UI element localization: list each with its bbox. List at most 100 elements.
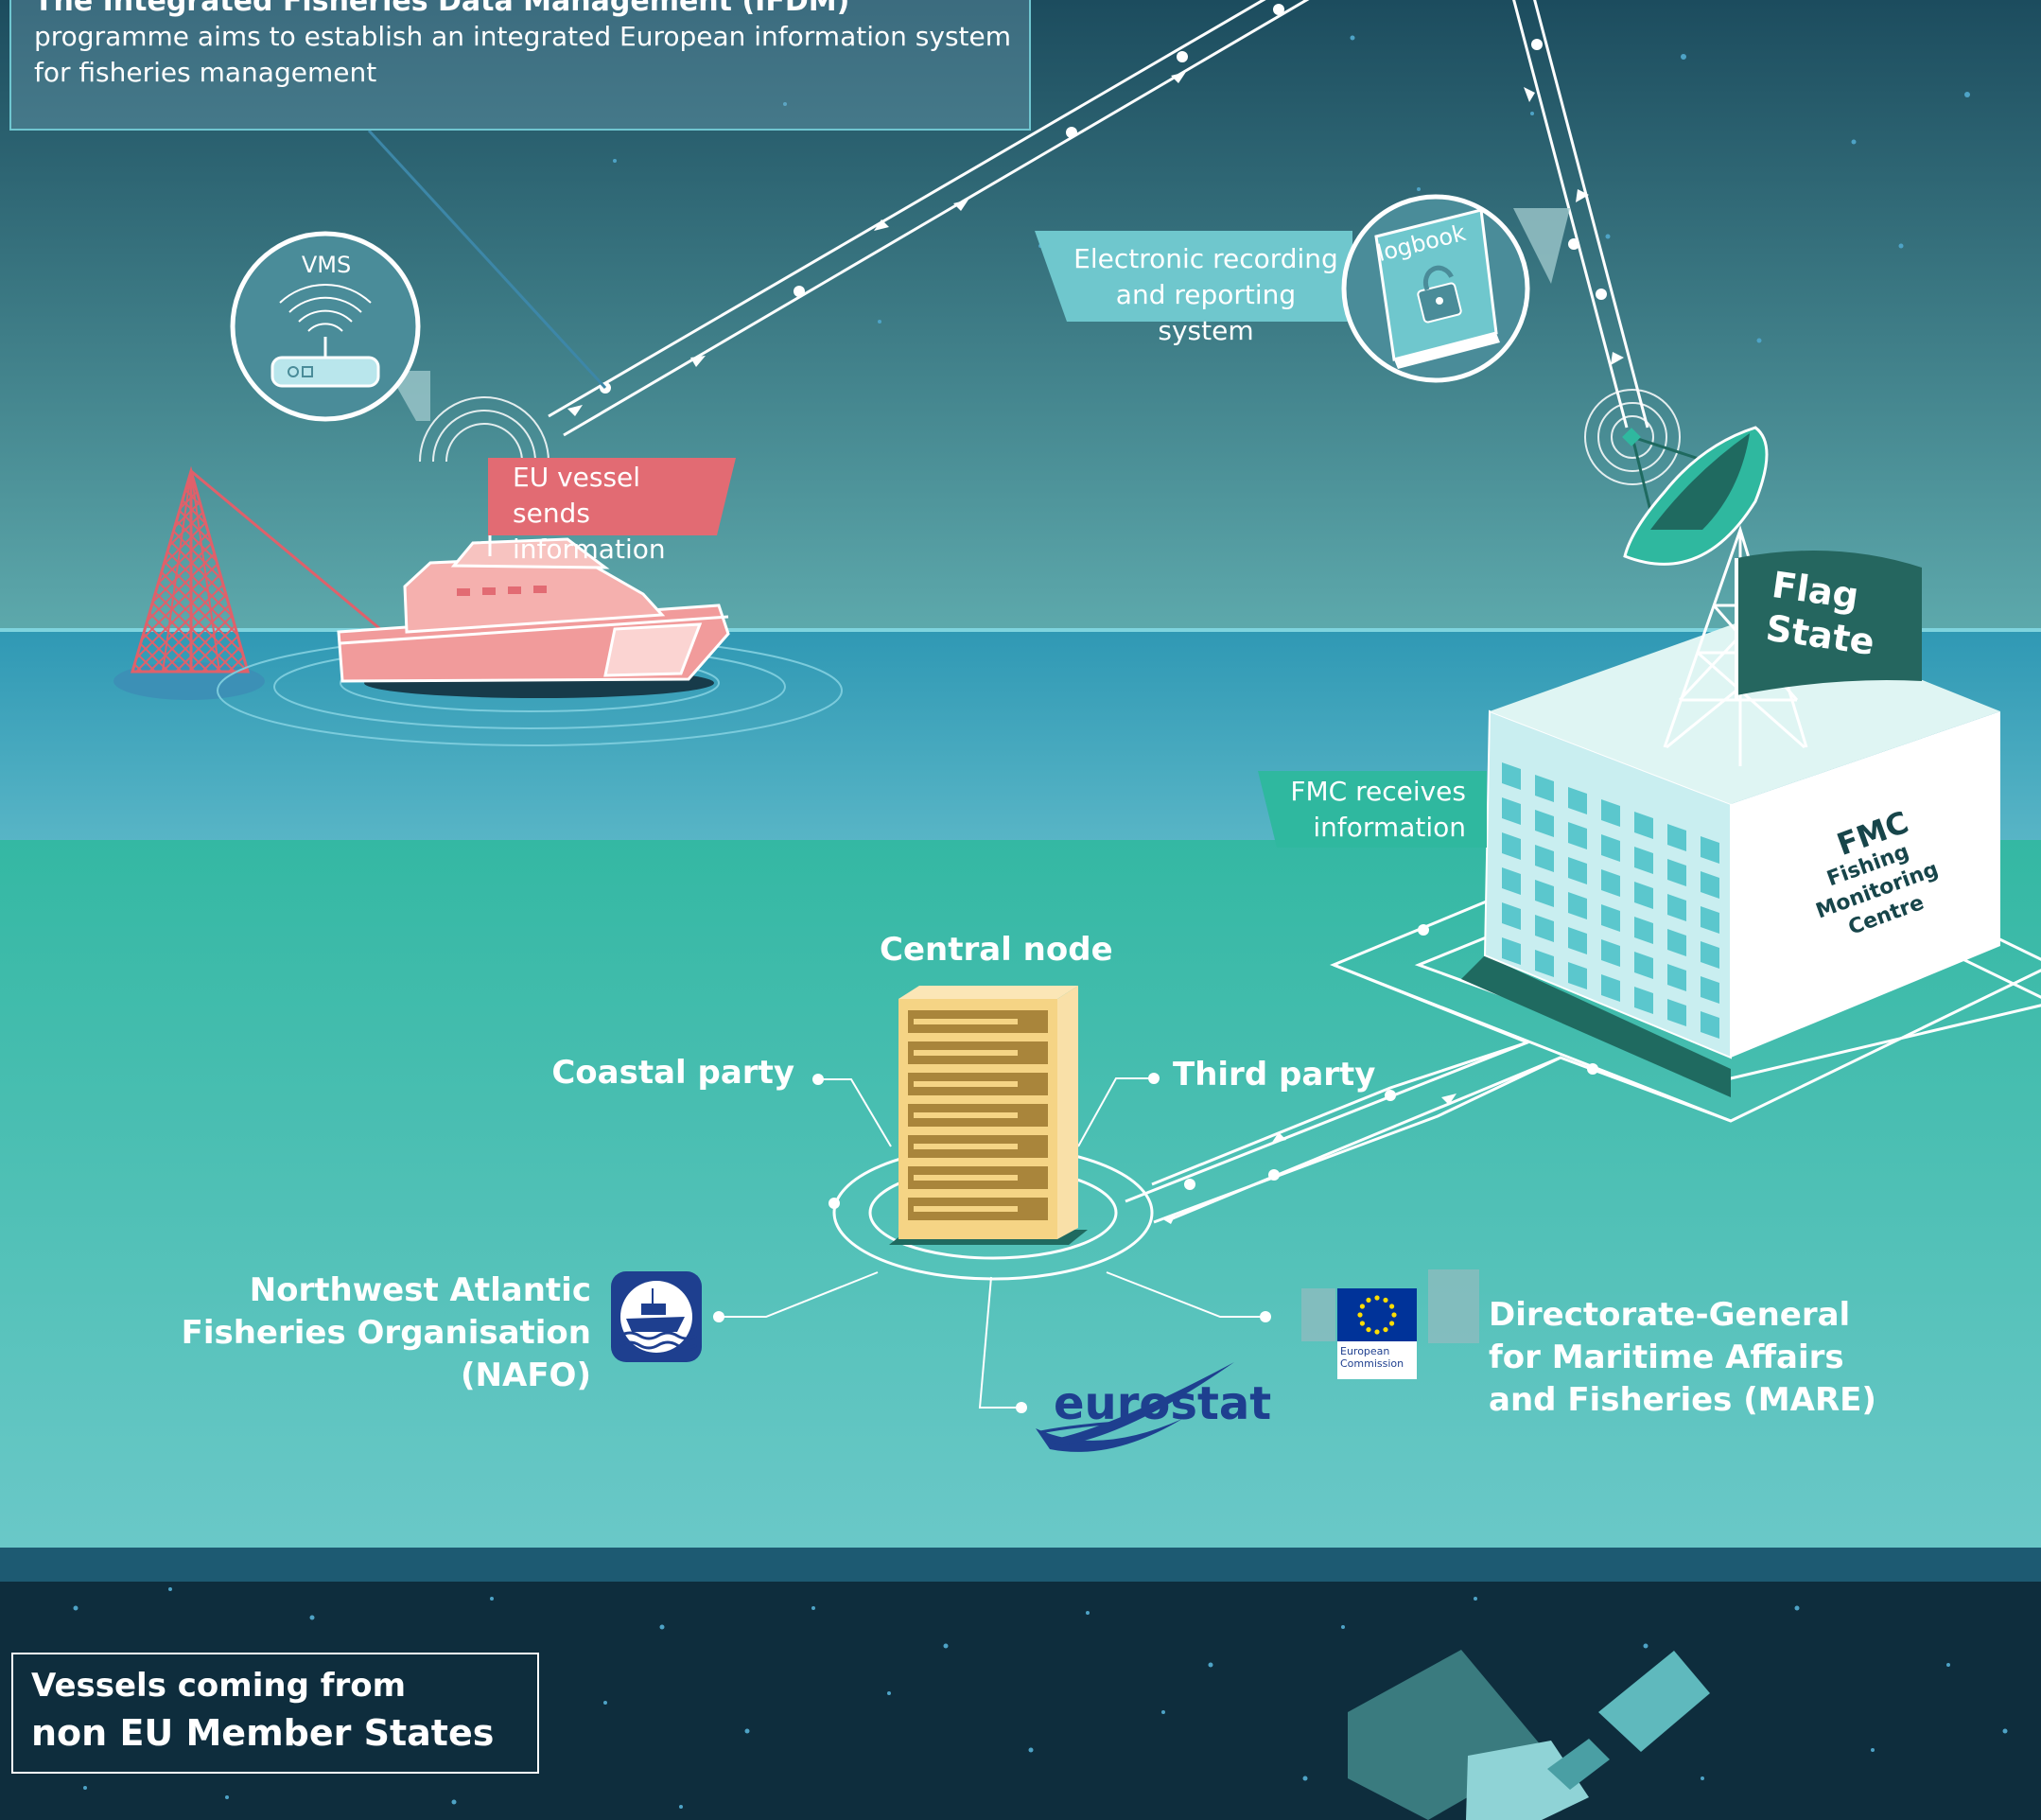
- server-slot-line: [914, 1081, 1018, 1087]
- signal-path-satellite-nodes: [1524, 39, 1624, 365]
- fmc-window: [1535, 810, 1554, 837]
- fmc-window: [1634, 952, 1653, 979]
- fmc-window: [1502, 832, 1521, 860]
- router-icon: [270, 283, 380, 388]
- european-commission-logo: [1301, 1269, 1479, 1379]
- fmc-window: [1701, 941, 1719, 969]
- satellite-icon: [1348, 1650, 1710, 1820]
- eu-star: [1366, 1326, 1371, 1333]
- eu-star: [1359, 1321, 1366, 1326]
- nafo-logo: [611, 1271, 702, 1362]
- vms-bubble: [230, 231, 430, 422]
- fmc-window: [1601, 834, 1620, 862]
- fmc-window: [1502, 867, 1521, 895]
- stars: [73, 35, 2008, 1809]
- fmc-window: [1568, 787, 1587, 814]
- ers-label-box: [1035, 208, 1570, 322]
- signal-path-vessel: [548, 0, 1310, 437]
- fmc-window: [1502, 797, 1521, 825]
- mare-label: Directorate-General for Maritime Affairs…: [1489, 1296, 1876, 1419]
- server-slots: [908, 1010, 1048, 1220]
- satellite-dish-icon: [1584, 389, 1769, 566]
- central-ring-node: [829, 1198, 840, 1209]
- coastal-party-label: Coastal party: [551, 1054, 794, 1092]
- intro-title: The Integrated Fisheries Data Management…: [34, 0, 850, 18]
- fmc-window: [1667, 894, 1686, 921]
- fmc-window: [1568, 892, 1587, 919]
- fmc-window: [1701, 1011, 1719, 1039]
- fmc-window: [1634, 812, 1653, 839]
- eurostat-logo-text: eurostat: [1054, 1377, 1272, 1430]
- nafo-label: Northwest Atlantic Fisheries Organisatio…: [181, 1271, 591, 1394]
- fmc-window: [1667, 859, 1686, 886]
- fmc-window: [1601, 939, 1620, 967]
- separator-band: [0, 1548, 2041, 1582]
- eu-star: [1391, 1312, 1397, 1318]
- vessel-label-flag: [488, 458, 736, 535]
- fishing-net-icon: [113, 465, 398, 700]
- eu-star: [1366, 1297, 1371, 1304]
- fmc-window: [1568, 822, 1587, 849]
- vessel-label: EU vessel sends information: [513, 462, 666, 565]
- fmc-window: [1701, 836, 1719, 864]
- ers-label: Electronic recording and reporting syste…: [1073, 243, 1338, 346]
- eu-star: [1388, 1321, 1395, 1326]
- server-slot-line: [914, 1144, 1018, 1149]
- fmc-receives-label: FMC receives information: [1290, 776, 1466, 843]
- flag-state-flag: [1735, 551, 1922, 700]
- logbook-icon: [1374, 208, 1500, 369]
- server-slot-line: [914, 1175, 1018, 1181]
- fmc-window: [1667, 824, 1686, 851]
- central-connector-ends: [713, 1073, 1271, 1413]
- fmc-window: [1701, 871, 1719, 899]
- link-central-fmc-nodes: [1161, 1090, 1457, 1224]
- fmc-window: [1502, 762, 1521, 790]
- fmc-window: [1535, 775, 1554, 802]
- eurostat-swoosh-icon: [1036, 1362, 1234, 1452]
- non-eu-line1: Vessels coming from: [31, 1667, 407, 1705]
- server-slot-line: [914, 1206, 1018, 1212]
- fmc-window: [1601, 904, 1620, 932]
- fmc-window: [1634, 847, 1653, 874]
- server-slot-line: [914, 1112, 1018, 1118]
- fmc-windows: [1502, 762, 1719, 1039]
- intro-box: [9, 0, 1031, 131]
- server-slot-line: [914, 1019, 1018, 1024]
- eu-star: [1383, 1297, 1388, 1304]
- eu-star: [1374, 1329, 1380, 1335]
- eu-star: [1359, 1304, 1366, 1309]
- eu-star: [1357, 1312, 1363, 1318]
- eu-star: [1374, 1295, 1380, 1301]
- logbook-bubble: [1341, 194, 1530, 383]
- vessel-signal-icon: [419, 396, 550, 463]
- fmc-window: [1634, 987, 1653, 1014]
- fmc-window: [1701, 906, 1719, 934]
- server-slot-line: [914, 1050, 1018, 1056]
- fmc-window: [1568, 927, 1587, 954]
- fmc-window: [1634, 882, 1653, 909]
- fmc-window: [1601, 974, 1620, 1002]
- eu-stars-icon: [1357, 1295, 1397, 1335]
- central-node-connectors: [719, 1077, 1265, 1409]
- fmc-window: [1601, 799, 1620, 827]
- fmc-window: [1502, 937, 1521, 965]
- intro-connector: [367, 129, 607, 390]
- fmc-label-box: [1258, 771, 1487, 848]
- fmc-window: [1535, 915, 1554, 942]
- eu-star: [1388, 1304, 1395, 1309]
- fmc-window: [1667, 929, 1686, 956]
- fmc-platform-node: [1587, 1063, 1598, 1075]
- fmc-window: [1667, 964, 1686, 991]
- fmc-window: [1701, 976, 1719, 1004]
- central-node-title: Central node: [880, 931, 1113, 969]
- eu-vessel-icon: [337, 473, 730, 698]
- fmc-window: [1568, 962, 1587, 989]
- fmc-window: [1667, 999, 1686, 1026]
- fmc-window: [1502, 902, 1521, 930]
- fmc-platform-node: [1418, 924, 1429, 936]
- non-eu-line2: non EU Member States: [31, 1712, 495, 1754]
- third-party-label: Third party: [1173, 1056, 1376, 1094]
- vms-label: VMS: [301, 252, 352, 278]
- non-eu-box: [11, 1653, 539, 1774]
